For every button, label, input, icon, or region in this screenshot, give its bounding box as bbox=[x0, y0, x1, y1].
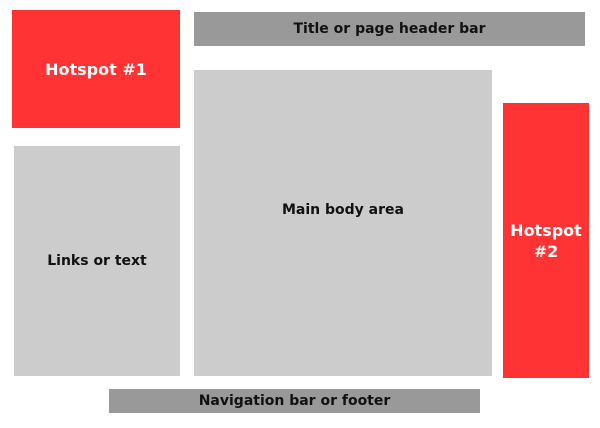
hotspot-2-box: Hotspot #2 bbox=[503, 103, 589, 378]
links-panel-label: Links or text bbox=[47, 253, 147, 269]
hotspot-1-label: Hotspot #1 bbox=[45, 59, 147, 79]
links-panel-box: Links or text bbox=[14, 146, 180, 376]
hotspot-1-box: Hotspot #1 bbox=[12, 10, 180, 128]
hotspot-2-label: Hotspot #2 bbox=[510, 220, 582, 261]
footer-bar-box: Navigation bar or footer bbox=[109, 389, 480, 413]
header-bar-box: Title or page header bar bbox=[194, 12, 585, 46]
header-bar-label: Title or page header bar bbox=[293, 21, 486, 37]
main-body-label: Main body area bbox=[282, 202, 404, 218]
footer-bar-label: Navigation bar or footer bbox=[198, 393, 391, 409]
main-body-box: Main body area bbox=[194, 70, 492, 376]
